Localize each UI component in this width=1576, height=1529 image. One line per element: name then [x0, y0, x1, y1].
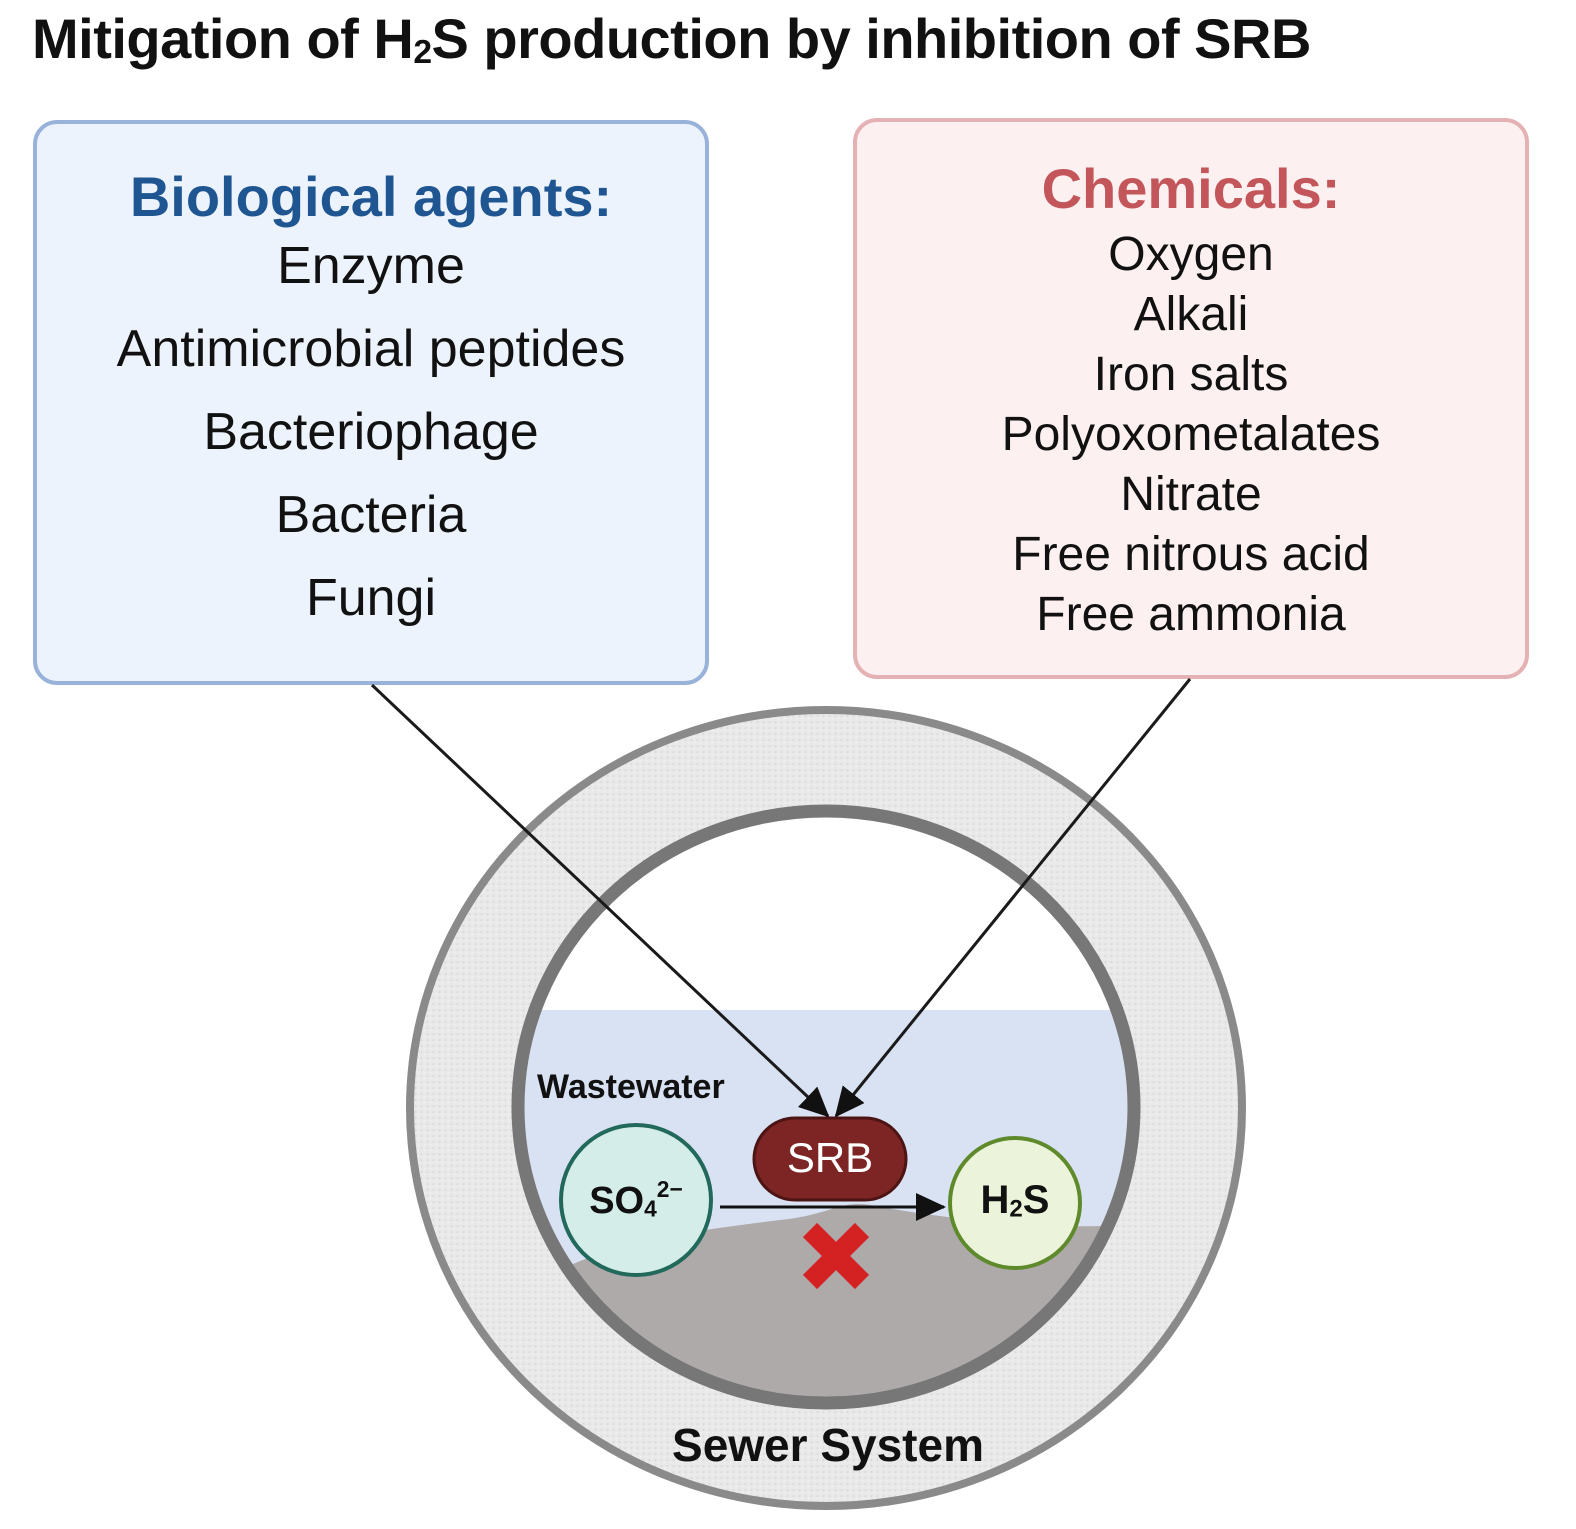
list-item: Enzyme [277, 237, 465, 295]
srb-label: SRB [786, 1134, 874, 1181]
chemical-arrow [834, 678, 1192, 1118]
blocked-cross-icon [802, 1222, 870, 1290]
list-item: Fungi [305, 569, 437, 627]
list-item: Polyoxometalates [1001, 408, 1381, 461]
h2s-circle [948, 1136, 1082, 1270]
diagram-title: Mitigation of H2S production by inhibiti… [32, 7, 1311, 72]
list-item: Alkali [1133, 288, 1249, 341]
sulfate-circle [559, 1123, 713, 1277]
list-item: Bacteria [275, 486, 467, 544]
sewer-system-label: Sewer System [672, 1419, 984, 1471]
biological-arrow [370, 683, 830, 1118]
chemicals-box: Chemicals: Oxygen Alkali Iron salts Poly… [853, 118, 1529, 679]
biological-agents-heading: Biological agents: [129, 165, 613, 228]
biological-agents-box: Biological agents: Enzyme Antimicrobial … [33, 120, 709, 685]
list-item: Antimicrobial peptides [116, 320, 626, 378]
list-item: Free ammonia [1036, 588, 1346, 641]
list-item: Iron salts [1093, 348, 1289, 401]
h2s-label: H2S [980, 1178, 1050, 1223]
list-item: Free nitrous acid [1012, 528, 1370, 581]
sulfate-label: SO42− [589, 1176, 683, 1222]
list-item: Bacteriophage [203, 403, 539, 461]
list-item: Oxygen [1108, 228, 1274, 281]
srb-shape [752, 1116, 908, 1202]
wastewater-label: Wastewater [537, 1068, 725, 1106]
chemicals-heading: Chemicals: [1041, 157, 1341, 220]
list-item: Nitrate [1120, 468, 1262, 521]
